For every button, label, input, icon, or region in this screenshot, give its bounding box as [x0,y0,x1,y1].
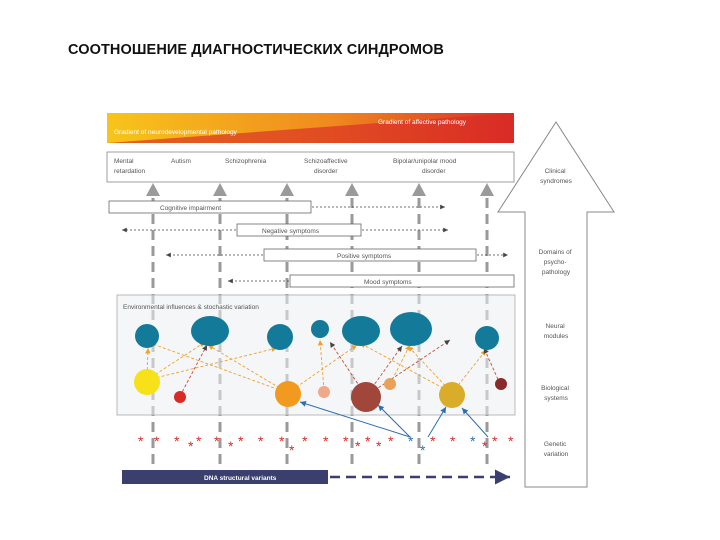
biological-system [351,382,381,412]
level-biological-systems: Biological systems [541,385,571,402]
neural-module [311,320,329,338]
svg-text:*: * [365,433,371,449]
svg-text:*: * [289,442,295,458]
biological-system [318,386,330,398]
svg-text:*: * [154,433,160,449]
domains-of-psychopathology: Cognitive impairment Negative symptoms P… [108,200,515,288]
svg-text:*: * [492,433,498,449]
biological-system [134,369,160,395]
neural-module [390,312,432,346]
svg-text:*: * [138,433,144,449]
clinical-syndromes-row: Mental retardation Autism Schizophrenia … [106,151,515,183]
pathology-gradient-band: Gradient of affective pathology Gradient… [107,113,514,143]
biological-system [495,378,507,390]
svg-text:*: * [188,438,194,454]
biological-system [174,391,186,403]
syndrome-mental-retardation: Mental retardation [114,158,145,175]
slide-title: СООТНОШЕНИЕ ДИАГНОСТИЧЕСКИХ СИНДРОМОВ [68,42,444,58]
svg-text:*: * [508,433,514,449]
biological-systems [134,369,507,412]
biological-system [275,381,301,407]
biological-system [384,378,396,390]
domain-mood-symptoms: Mood symptoms [364,279,412,286]
affective-gradient-label: Gradient of affective pathology [378,119,467,126]
svg-text:*: * [279,433,285,449]
svg-text:*: * [470,433,476,449]
genetic-variant-stars-blue: *** [408,433,476,458]
neural-modules [135,312,499,350]
svg-text:*: * [238,433,244,449]
svg-text:*: * [376,438,382,454]
svg-text:*: * [482,438,488,454]
domain-positive-symptoms: Positive symptoms [337,253,392,260]
svg-text:*: * [258,433,264,449]
svg-text:*: * [214,433,220,449]
svg-text:*: * [388,433,394,449]
svg-text:*: * [355,438,361,454]
biological-system [439,382,465,408]
domain-negative-symptoms: Negative symptoms [262,228,320,235]
syndrome-schizophrenia: Schizophrenia [225,158,267,165]
neural-module [191,316,229,346]
svg-text:*: * [302,433,308,449]
dna-structural-variants-label: DNA structural variants [204,475,277,482]
svg-text:*: * [450,433,456,449]
neurodevelopmental-gradient-label: Gradient of neurodevelopmental pathology [114,129,238,136]
genetic-to-biological-arrows [299,400,489,438]
svg-text:*: * [430,433,436,449]
genetic-variant-stars: *** *** *** *** *** *** *** ** [138,433,514,458]
neural-module [342,316,380,346]
level-domains-of-psychopathology: Domains of psycho- pathology [539,249,574,276]
level-clinical-syndromes: Clinical syndromes [540,168,573,185]
svg-text:*: * [408,433,414,449]
syndrome-bipolar: Bipolar/unipolar mood disorder [393,158,458,175]
level-neural-modules: Neural modules [544,323,569,340]
svg-text:*: * [196,433,202,449]
syndrome-schizoaffective: Schizoaffective disorder [304,158,349,175]
svg-text:*: * [420,442,426,458]
neural-module [135,324,159,348]
environmental-influences-label: Environmental influences & stochastic va… [123,304,259,311]
syndrome-arrowheads [146,183,494,196]
neural-module [267,324,293,350]
svg-text:*: * [174,433,180,449]
svg-text:*: * [228,438,234,454]
level-hierarchy-arrow: Clinical syndromes Domains of psycho- pa… [497,121,615,488]
neural-module [475,326,499,350]
svg-text:*: * [343,433,349,449]
level-genetic-variation: Genetic variation [544,441,569,458]
dna-structural-variants: DNA structural variants [122,469,510,485]
syndrome-autism: Autism [171,158,191,165]
domain-cognitive-impairment: Cognitive impairment [160,205,221,212]
svg-text:*: * [323,433,329,449]
